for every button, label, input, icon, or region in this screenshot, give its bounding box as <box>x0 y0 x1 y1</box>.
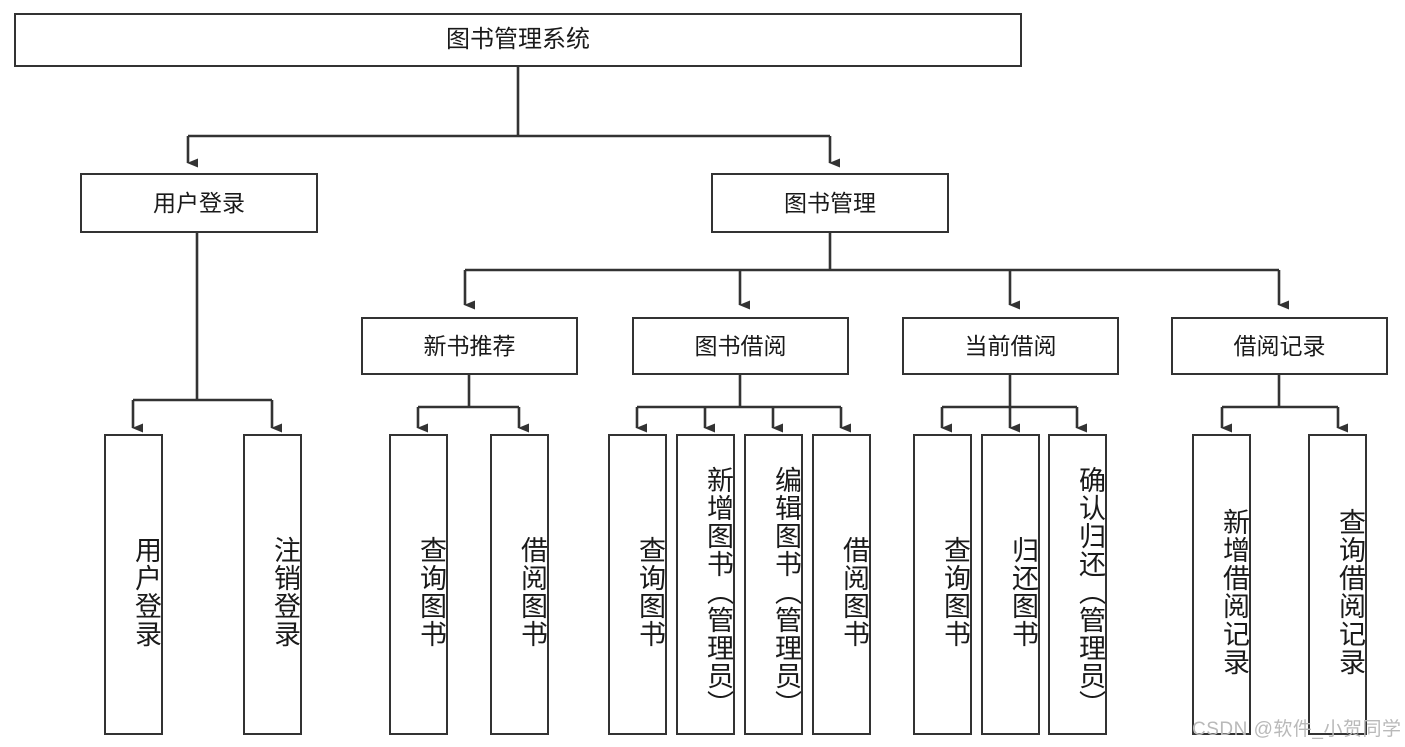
node-label: 借阅图书 <box>839 535 869 648</box>
leaf-user-login-signin[interactable]: 用户登录 <box>104 434 163 735</box>
node-new-book-recommend[interactable]: 新书推荐 <box>361 317 578 375</box>
node-label: 新增借阅记录 <box>1219 507 1249 676</box>
node-user-login[interactable]: 用户登录 <box>80 173 318 233</box>
node-label: 查询图书 <box>635 535 665 648</box>
node-book-management[interactable]: 图书管理 <box>711 173 949 233</box>
node-label: 新增图书（管理员） <box>703 465 733 718</box>
leaf-current-borrow-query[interactable]: 查询图书 <box>913 434 972 735</box>
leaf-book-borrow-query[interactable]: 查询图书 <box>608 434 667 735</box>
node-label: 注销登录 <box>270 535 300 648</box>
node-label: 归还图书 <box>1008 535 1038 648</box>
node-root-system[interactable]: 图书管理系统 <box>14 13 1022 67</box>
leaf-borrow-record-add[interactable]: 新增借阅记录 <box>1192 434 1251 735</box>
leaf-new-book-borrow[interactable]: 借阅图书 <box>490 434 549 735</box>
node-label: 查询图书 <box>940 535 970 648</box>
leaf-user-login-signout[interactable]: 注销登录 <box>243 434 302 735</box>
node-label: 图书管理系统 <box>446 26 590 53</box>
leaf-new-book-query[interactable]: 查询图书 <box>389 434 448 735</box>
node-label: 编辑图书（管理员） <box>771 465 801 718</box>
node-label: 当前借阅 <box>964 332 1057 359</box>
node-label: 新书推荐 <box>423 332 516 359</box>
leaf-book-borrow-edit[interactable]: 编辑图书（管理员） <box>744 434 803 735</box>
watermark: CSDN @软件_小贺同学 <box>1192 719 1402 740</box>
leaf-current-borrow-confirm-return[interactable]: 确认归还（管理员） <box>1048 434 1107 735</box>
leaf-book-borrow-lend[interactable]: 借阅图书 <box>812 434 871 735</box>
node-current-borrow[interactable]: 当前借阅 <box>902 317 1119 375</box>
node-label: 查询借阅记录 <box>1335 507 1365 676</box>
leaf-current-borrow-return[interactable]: 归还图书 <box>981 434 1040 735</box>
node-label: 用户登录 <box>153 189 245 216</box>
node-label: 图书管理 <box>784 189 876 216</box>
node-label: 查询图书 <box>416 535 446 648</box>
node-label: 图书借阅 <box>694 332 787 359</box>
leaf-borrow-record-query[interactable]: 查询借阅记录 <box>1308 434 1367 735</box>
node-borrow-record[interactable]: 借阅记录 <box>1171 317 1388 375</box>
leaf-book-borrow-add[interactable]: 新增图书（管理员） <box>676 434 735 735</box>
node-label: 用户登录 <box>131 535 161 648</box>
node-book-borrow[interactable]: 图书借阅 <box>632 317 849 375</box>
node-label: 确认归还（管理员） <box>1075 465 1105 718</box>
node-label: 借阅图书 <box>517 535 547 648</box>
node-label: 借阅记录 <box>1233 332 1326 359</box>
